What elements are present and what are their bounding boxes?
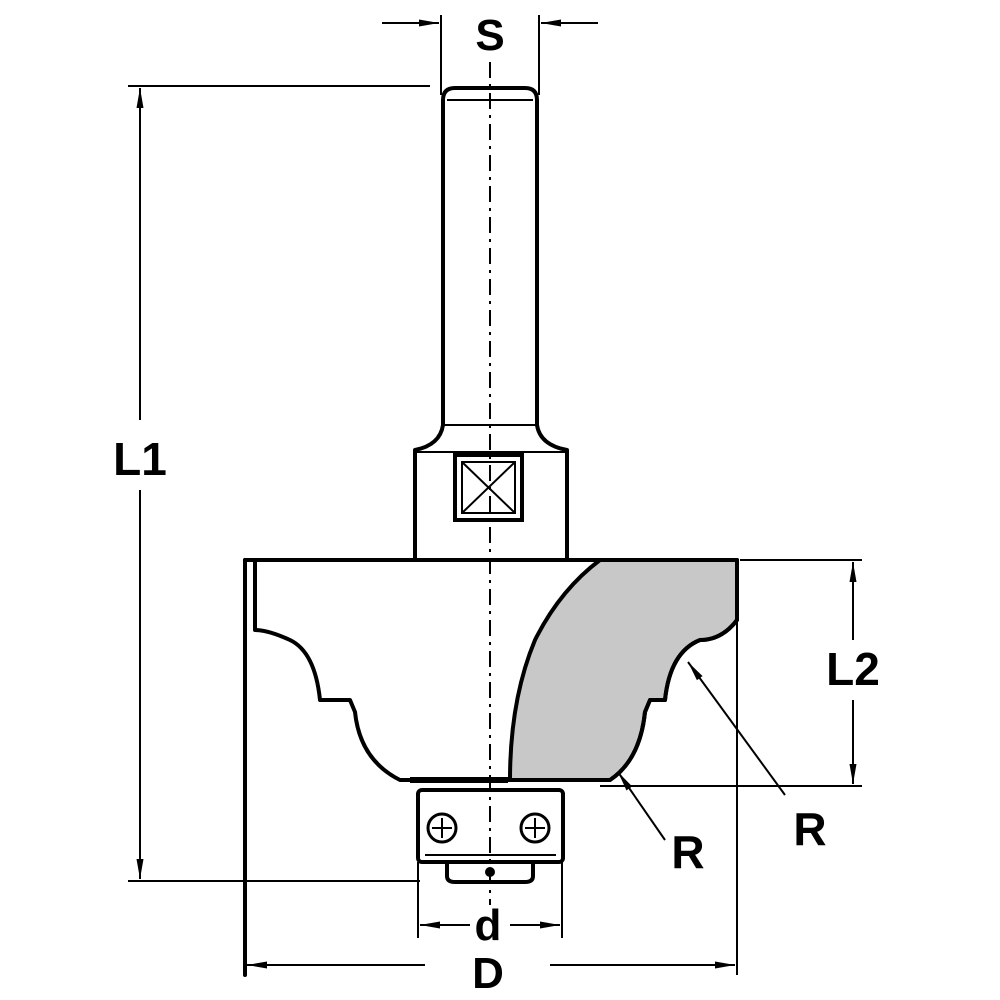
wrench-flat-inner (461, 461, 516, 514)
wrench-flat-square (453, 453, 524, 522)
r-upper-label: R (793, 803, 826, 855)
shank-outline (441, 86, 539, 427)
wrench-flat-cross-b (461, 461, 516, 514)
l2-label: L2 (826, 643, 880, 695)
big-d-label: D (472, 949, 504, 998)
d-label: d (475, 901, 502, 950)
r-lower-label: R (671, 826, 704, 878)
r-lower-leader (617, 771, 666, 841)
carbide-insert (508, 558, 739, 782)
neck-outline (413, 423, 569, 560)
s-label: S (475, 11, 504, 60)
l1-label: L1 (113, 433, 167, 485)
r-upper-leader (687, 661, 786, 796)
cutter-body-outline (243, 558, 739, 782)
